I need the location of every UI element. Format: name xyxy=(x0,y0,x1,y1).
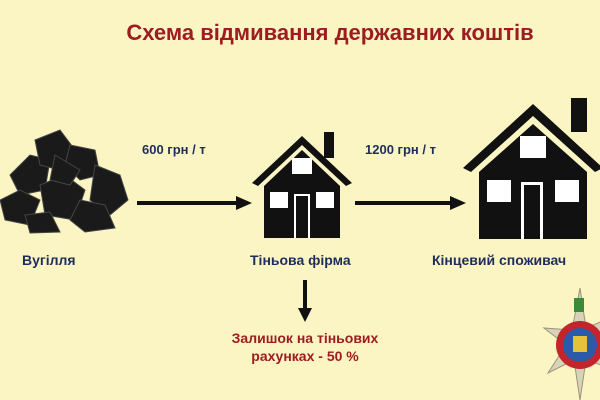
house-icon-shadow-firm xyxy=(252,132,352,238)
remainder-text: Залишок на тіньових рахунках - 50 % xyxy=(205,329,405,365)
house-icon-consumer xyxy=(463,98,600,239)
remainder-line-1: Залишок на тіньових xyxy=(231,330,379,346)
node-label-consumer: Кінцевий споживач xyxy=(432,252,567,268)
arrow-firm-to-consumer xyxy=(355,196,466,210)
node-label-coal: Вугілля xyxy=(22,252,76,268)
arrow-coal-to-firm xyxy=(137,196,252,210)
coal-icon xyxy=(0,129,129,234)
edge-label-1200: 1200 грн / т xyxy=(365,142,436,157)
node-label-shadow-firm: Тіньова фірма xyxy=(250,252,351,268)
diagram-title: Схема відмивання державних коштів xyxy=(126,20,534,45)
emblem-icon xyxy=(542,288,600,400)
edge-label-600: 600 грн / т xyxy=(142,142,206,157)
arrow-down-remainder xyxy=(298,280,312,322)
remainder-line-2: рахунках - 50 % xyxy=(251,348,359,364)
